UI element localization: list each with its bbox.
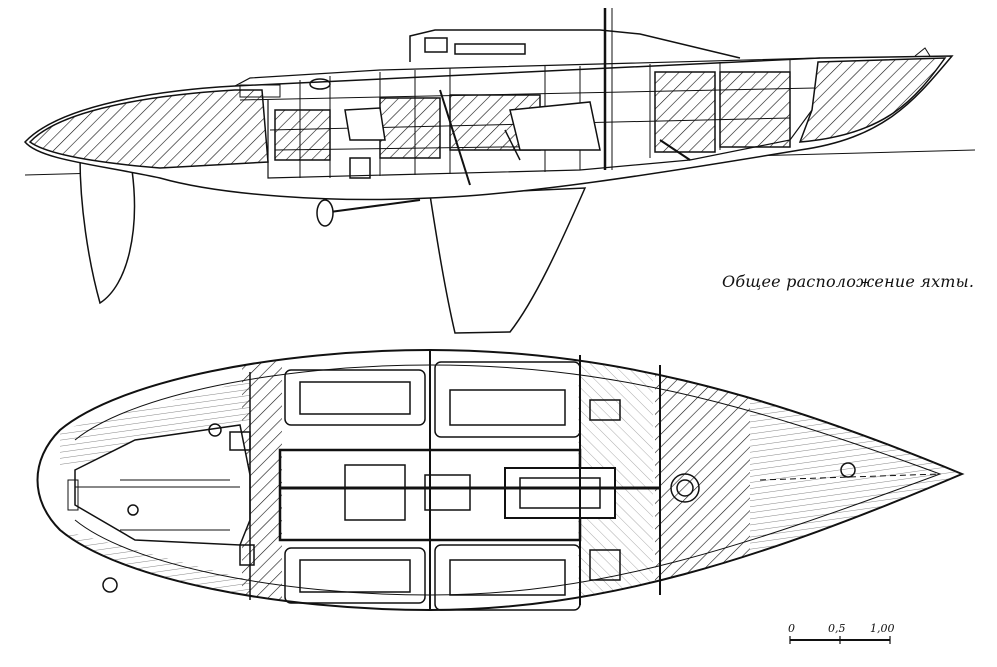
scale-label-one: 1,00: [870, 622, 895, 635]
berths-starboard: [284, 544, 581, 611]
side-elevation: [23, 8, 976, 334]
scale-bar: 0 0,5 1,00: [788, 622, 895, 644]
plan-view: [36, 348, 965, 612]
drawing-caption: Общее расположение яхты.: [722, 272, 975, 291]
propeller: [316, 199, 334, 227]
scale-label-0: 0: [788, 622, 795, 635]
scale-label-half: 0,5: [828, 622, 846, 635]
rudder: [79, 157, 136, 305]
keel: [429, 187, 587, 334]
cabin-trunk: [409, 29, 741, 62]
